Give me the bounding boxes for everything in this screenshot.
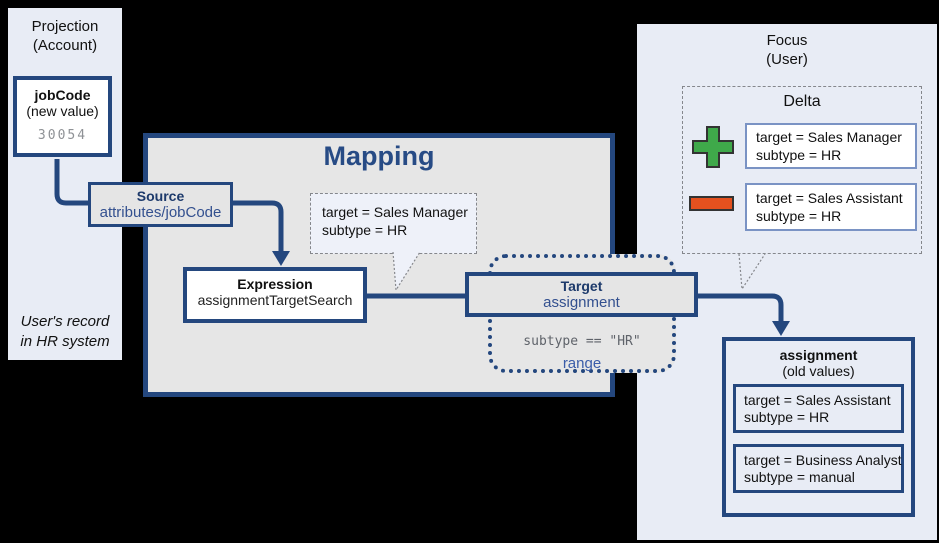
hr-note-line1: User's record <box>20 313 110 330</box>
expression-node: Expression assignmentTargetSearch <box>183 267 367 323</box>
delta-remove-line1: target = Sales Assistant <box>756 190 903 206</box>
projection-title-line1: Projection <box>31 18 99 35</box>
source-value: attributes/jobCode <box>99 204 222 221</box>
expression-label: Expression <box>237 276 313 292</box>
old-assignment-item: target = Sales Assistant subtype = HR <box>733 384 904 433</box>
old-item1-line2: subtype = HR <box>744 408 830 425</box>
assignment-title: assignment <box>779 347 858 363</box>
delta-remove-line2: subtype = HR <box>756 208 842 224</box>
delta-add-line2: subtype = HR <box>756 147 842 163</box>
expression-value: assignmentTargetSearch <box>197 292 353 308</box>
delta-add-line1: target = Sales Manager <box>756 129 902 145</box>
old-assignment-item: target = Business Analyst subtype = manu… <box>733 444 904 493</box>
delta-title: Delta <box>783 93 821 110</box>
source-label: Source <box>136 188 185 204</box>
jobcode-value: 30054 <box>37 128 88 143</box>
target-label: Target <box>560 278 603 294</box>
projection-title-line2: (Account) <box>32 37 98 54</box>
assignment-qualifier: (old values) <box>782 363 855 379</box>
jobcode-attribute-box: jobCode (new value) 30054 <box>13 76 112 157</box>
hr-note-line2: in HR system <box>20 333 110 350</box>
delta-add-item: target = Sales Manager subtype = HR <box>745 123 917 169</box>
mapping-title: Mapping <box>323 141 435 171</box>
result-bubble-line1: target = Sales Manager <box>322 204 468 220</box>
plus-icon <box>692 126 734 168</box>
jobcode-name: jobCode <box>34 87 91 103</box>
result-bubble-line2: subtype = HR <box>322 222 408 238</box>
target-value: assignment <box>543 294 620 311</box>
mapping-result-bubble: target = Sales Manager subtype = HR <box>310 193 477 254</box>
focus-panel-title: Focus (User) <box>637 31 937 69</box>
old-item2-line1: target = Business Analyst <box>744 451 902 468</box>
range-label: range <box>562 355 602 372</box>
focus-title-line2: (User) <box>766 51 808 68</box>
delta-callout: Delta target = Sales Manager subtype = H… <box>682 86 922 254</box>
minus-icon <box>689 196 734 211</box>
delta-remove-item: target = Sales Assistant subtype = HR <box>745 183 917 231</box>
old-item2-line2: subtype = manual <box>744 468 855 485</box>
projection-panel-title: Projection (Account) <box>8 17 122 55</box>
source-node: Source attributes/jobCode <box>88 182 233 227</box>
range-condition: subtype == "HR" <box>523 334 641 349</box>
target-node: Target assignment <box>465 272 698 317</box>
old-item1-line1: target = Sales Assistant <box>744 391 891 408</box>
assignment-old-values-box: assignment (old values) target = Sales A… <box>722 337 915 517</box>
hr-system-note: User's record in HR system <box>8 312 122 352</box>
focus-title-line1: Focus <box>766 32 808 49</box>
jobcode-qualifier: (new value) <box>26 103 99 119</box>
